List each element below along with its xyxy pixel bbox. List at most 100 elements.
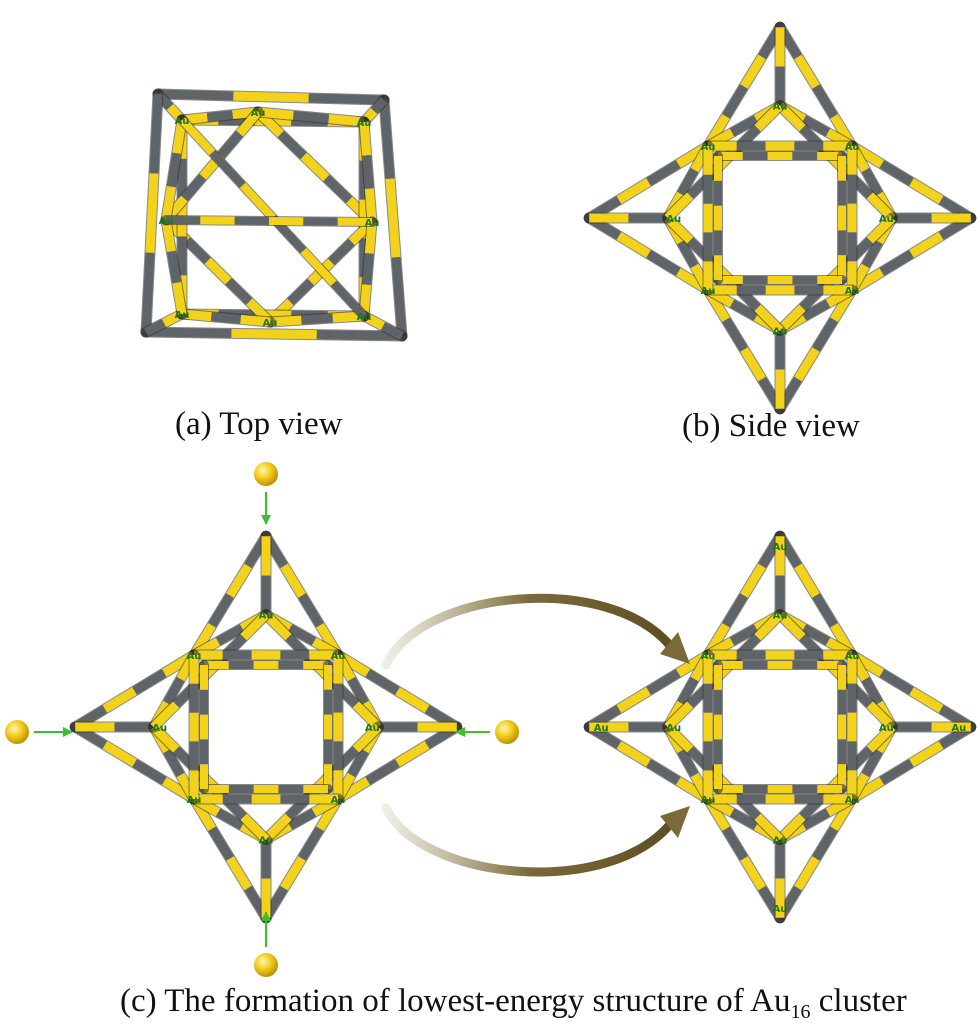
atom-label: Au (773, 102, 788, 113)
atom-label: Au (331, 795, 346, 806)
bond-segment (239, 182, 276, 221)
bond-segment (801, 808, 831, 830)
bond-segment (347, 748, 369, 778)
atom-label: Au (701, 286, 716, 297)
bond-segment (801, 624, 831, 646)
bond-segment (812, 317, 838, 352)
bond-segment (812, 826, 838, 861)
bond-segment (794, 563, 820, 598)
bond-segment (183, 237, 211, 265)
bond-segment (677, 676, 699, 706)
bond-segment (240, 611, 270, 641)
transform-arrow-bottom (381, 803, 690, 877)
bond-segment (677, 239, 699, 269)
atom-label: Au (845, 651, 860, 662)
bond-segment (102, 741, 137, 767)
bond-segment (365, 759, 400, 785)
bond-segment (364, 221, 377, 254)
bond-segment (179, 117, 216, 156)
bond-segment (722, 826, 748, 861)
gold-atom-icon (254, 462, 278, 486)
bond-segment (866, 214, 896, 244)
bond-segment (879, 250, 914, 276)
bond-segment (812, 593, 838, 628)
bond-segment (379, 99, 395, 180)
bond-segment (308, 93, 385, 105)
incoming-atom-left (5, 720, 73, 744)
bond-segment (391, 256, 407, 337)
incoming-atom-bottom (254, 911, 278, 977)
bond-segment (729, 624, 759, 646)
bond-segment (210, 312, 242, 324)
bond-segment (292, 110, 330, 124)
atom-label: Au (187, 651, 202, 662)
bond-segment (225, 277, 253, 305)
bond-segment (166, 250, 182, 284)
bond-segment (163, 748, 185, 778)
bond-segment (233, 91, 309, 103)
atom-label: Au (773, 835, 788, 846)
bond-segment (287, 624, 317, 646)
bond-segment (664, 192, 694, 222)
atom-label: Au (845, 286, 860, 297)
bond-segment (215, 808, 245, 830)
bond-segment (754, 611, 784, 641)
bond-segment (616, 687, 651, 713)
atom-label: Au (773, 611, 788, 622)
bond-segment (616, 232, 651, 258)
bond-segment (754, 813, 784, 843)
atom-label: Au (331, 651, 346, 662)
bond-segment (646, 160, 681, 186)
bond-segment (226, 563, 252, 598)
atom-label: Au (773, 904, 788, 915)
curved-arrow-body (381, 593, 677, 670)
atom-label: Au (159, 216, 174, 227)
bond-segment (729, 115, 759, 137)
bond-segment (677, 748, 699, 778)
bond-segment (380, 322, 405, 340)
atom-label: Au (773, 326, 788, 337)
atom-label: Au (666, 723, 681, 734)
atom-label: Au (845, 795, 860, 806)
bond-segment (287, 808, 317, 830)
bond-segment (316, 330, 403, 341)
bond-segment (740, 563, 766, 598)
atom-label: Au (701, 651, 716, 662)
bond-segment (132, 669, 167, 695)
atom-label: Au (879, 214, 894, 225)
caption-formation-subscript: 16 (790, 1001, 811, 1023)
bond-segment (102, 687, 137, 713)
bond-segment (359, 121, 372, 156)
bond-segment (330, 280, 367, 319)
bond-segment (240, 314, 271, 327)
atom-label: Au (357, 312, 372, 323)
bond-segment (280, 856, 306, 891)
bond-segment (861, 167, 883, 197)
curved-arrow-head (660, 632, 690, 664)
bond-segment (352, 723, 382, 753)
bond-segment (132, 759, 167, 785)
atom-label: Au (175, 116, 190, 127)
bond-segment (163, 676, 185, 706)
curved-arrow-body (381, 803, 677, 877)
bond-segment (646, 250, 681, 276)
bond-segment (616, 741, 651, 767)
atom-label: Au (187, 795, 202, 806)
bond-segment (362, 154, 374, 190)
atom-label: Au (263, 318, 278, 329)
bond-segment (740, 856, 766, 891)
bond-segment (180, 173, 207, 202)
bond-segment (172, 281, 187, 315)
bond-segment (287, 278, 314, 306)
bond-segment (161, 185, 176, 221)
bond-segment (226, 856, 252, 891)
bond-segment (257, 107, 294, 120)
bond-segment (145, 173, 159, 253)
bond-segment (812, 84, 838, 119)
atom-label: Au (251, 108, 266, 119)
atom-label: Au (701, 795, 716, 806)
